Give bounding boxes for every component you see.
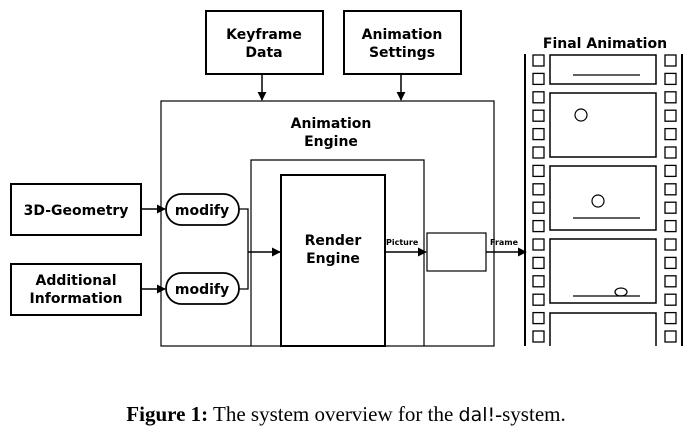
- animation-settings-box: Animation Settings: [343, 10, 462, 75]
- animation-engine-label-1: Animation: [291, 116, 372, 132]
- sprocket-hole: [532, 238, 545, 251]
- caption-text-after: -system.: [495, 402, 566, 426]
- keyframe-data-box: Keyframe Data: [205, 10, 324, 75]
- sprocket-hole: [532, 54, 545, 67]
- animation-settings-label-2: Settings: [369, 45, 435, 61]
- system-overview-diagram: Keyframe Data Animation Settings Animati…: [10, 10, 683, 347]
- sprocket-hole: [664, 91, 677, 104]
- animation-settings-label-1: Animation: [362, 27, 443, 43]
- render-engine-label-2: Engine: [306, 251, 360, 267]
- sprocket-hole: [664, 127, 677, 141]
- frame-edge-label: Frame: [490, 238, 519, 247]
- sprocket-hole: [664, 54, 677, 67]
- modify-label-geometry: modify: [175, 203, 229, 219]
- render-engine-label-1: Render: [305, 233, 362, 249]
- sprocket-hole: [664, 238, 677, 251]
- figure-number: Figure 1:: [126, 402, 209, 426]
- modify-node-geometry: modify: [165, 193, 240, 226]
- frame-buffer-box: [426, 232, 487, 272]
- film-frame-1: [549, 54, 657, 85]
- geometry-box: 3D-Geometry: [10, 183, 142, 236]
- sprocket-hole: [664, 293, 677, 306]
- sprocket-hole: [664, 219, 677, 233]
- sprocket-hole: [532, 72, 545, 86]
- sprocket-hole: [532, 330, 545, 343]
- additional-information-label-2: Information: [30, 291, 123, 307]
- film-frame-4: [549, 238, 657, 304]
- keyframe-data-label-1: Keyframe: [226, 27, 302, 43]
- sprocket-hole: [532, 275, 545, 288]
- additional-information-box: Additional Information: [10, 263, 142, 316]
- sprocket-hole: [664, 256, 677, 270]
- keyframe-data-label-2: Data: [245, 45, 282, 61]
- system-name: dal!: [458, 404, 496, 426]
- connector-modify-merge: [239, 208, 249, 290]
- sprocket-hole: [532, 91, 545, 104]
- sprocket-hole: [664, 146, 677, 159]
- sprocket-hole: [664, 275, 677, 288]
- sprocket-hole: [664, 164, 677, 178]
- sprocket-hole: [532, 183, 545, 196]
- caption-text-before: The system overview for the: [208, 402, 459, 426]
- sprocket-hole: [664, 183, 677, 196]
- final-animation-title: Final Animation: [543, 36, 667, 52]
- sprocket-hole: [532, 256, 545, 270]
- sprocket-hole: [532, 201, 545, 214]
- sprocket-hole: [532, 311, 545, 325]
- picture-edge-label: Picture: [386, 238, 419, 247]
- additional-information-label-1: Additional: [36, 273, 117, 289]
- modify-label-information: modify: [175, 282, 229, 298]
- sprocket-hole: [664, 109, 677, 122]
- film-frame-5: [549, 312, 657, 346]
- sprocket-hole: [664, 311, 677, 325]
- sprocket-hole: [532, 109, 545, 122]
- sprocket-hole: [532, 164, 545, 178]
- sprocket-hole: [532, 127, 545, 141]
- figure-caption: Figure 1: The system overview for the da…: [0, 402, 692, 427]
- sprocket-hole: [532, 293, 545, 306]
- film-sprocket-holes: [532, 54, 677, 343]
- film-frame-2: [549, 92, 657, 158]
- modify-node-information: modify: [165, 272, 240, 305]
- animation-engine-label-2: Engine: [304, 134, 358, 150]
- film-frame-3: [549, 165, 657, 231]
- film-strip: Final Animation: [524, 36, 683, 346]
- sprocket-hole: [664, 72, 677, 86]
- sprocket-hole: [532, 219, 545, 233]
- geometry-label: 3D-Geometry: [24, 203, 129, 219]
- sprocket-hole: [532, 146, 545, 159]
- sprocket-hole: [664, 201, 677, 214]
- render-engine-box: Render Engine: [280, 174, 386, 347]
- sprocket-hole: [664, 330, 677, 343]
